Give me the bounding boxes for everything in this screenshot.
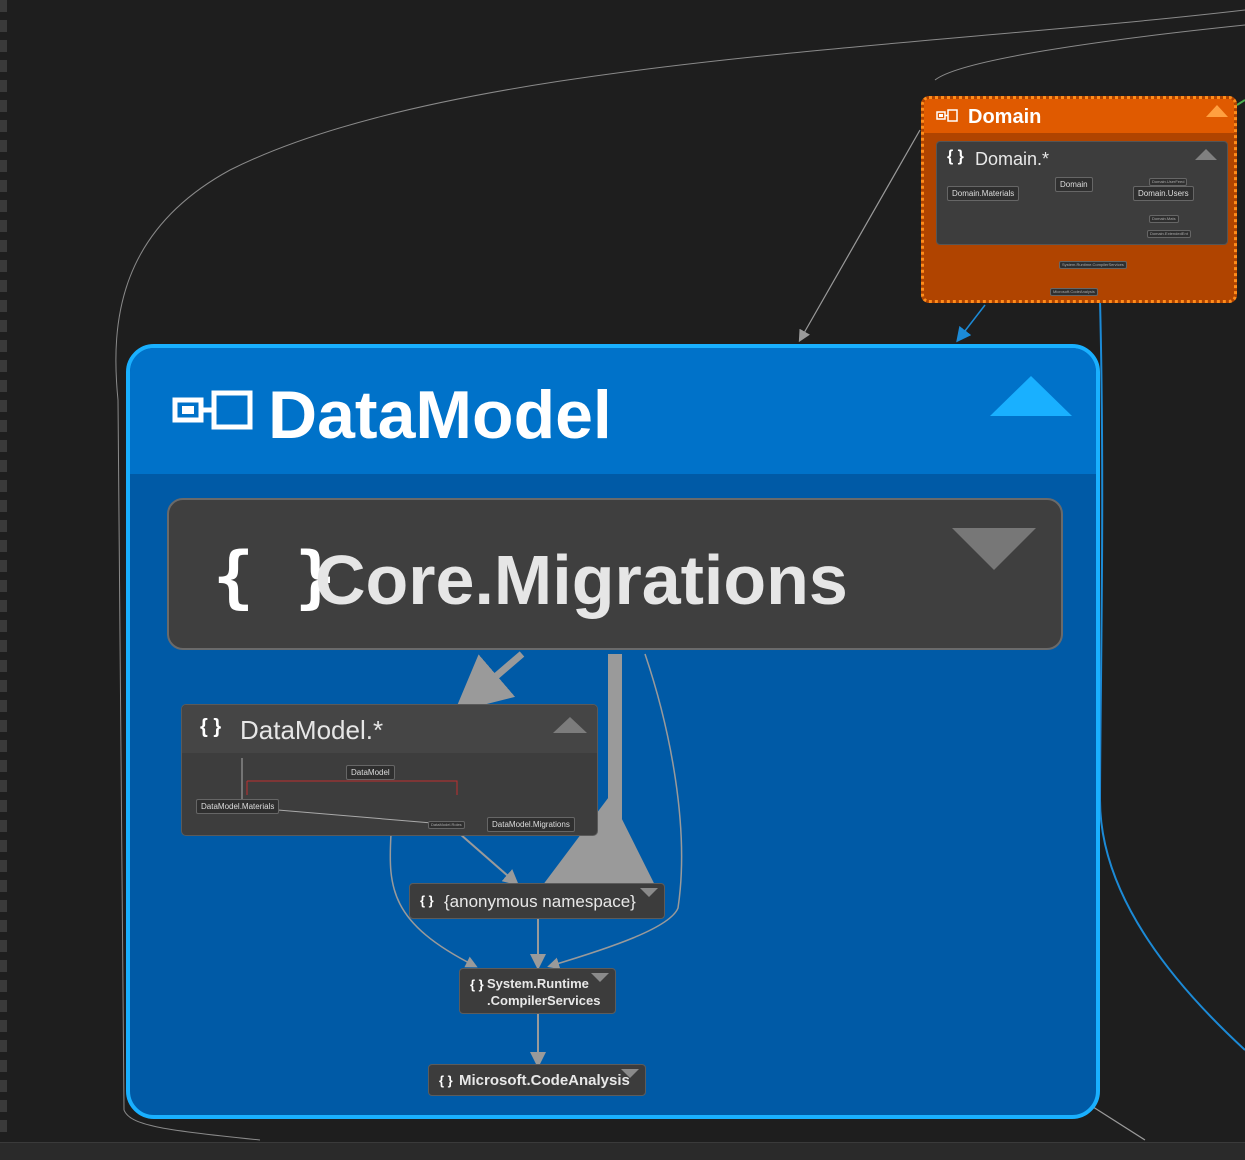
expand-icon[interactable]	[952, 528, 1036, 570]
domain-codeanalysis-node[interactable]: Microsoft.CodeAnalysis	[1050, 288, 1098, 296]
datamodel-namespace-group[interactable]: { } DataModel.* DataModel DataModel.Mate…	[181, 704, 598, 836]
datamodel-migrations-node[interactable]: DataModel.Migrations	[487, 817, 575, 832]
chevron-down-icon[interactable]	[640, 888, 658, 897]
edge-top-curve	[934, 24, 1245, 81]
namespace-icon: { }	[439, 1073, 453, 1088]
domain-assembly-node[interactable]: Domain { } Domain.* Domain.Materials Dom…	[921, 96, 1237, 303]
anonymous-namespace-node[interactable]: { } {anonymous namespace}	[409, 883, 665, 919]
collapse-icon[interactable]	[1206, 105, 1228, 117]
status-bar	[0, 1142, 1245, 1160]
code-analysis-label: Microsoft.CodeAnalysis	[459, 1072, 630, 1089]
collapse-icon[interactable]	[1195, 149, 1217, 160]
datamodel-assembly-node[interactable]: DataModel { } Core.Migrations { } DataMo…	[126, 344, 1100, 1119]
edge-outer-curve	[115, 9, 1245, 1141]
domain-materials-node[interactable]: Domain.Materials	[947, 186, 1020, 201]
code-analysis-node[interactable]: { } Microsoft.CodeAnalysis	[428, 1064, 646, 1096]
assembly-icon	[172, 390, 253, 430]
datamodel-roles-node[interactable]: DataModel.Roles	[428, 821, 465, 829]
namespace-icon: { }	[420, 893, 434, 908]
datamodel-materials-node[interactable]: DataModel.Materials	[196, 799, 280, 814]
datamodel-internal-edges	[389, 651, 683, 1068]
namespace-icon: { }	[470, 977, 484, 992]
edge-right-green	[1236, 99, 1245, 106]
edge-domain-to-datamodel-blue	[956, 304, 986, 343]
collapse-icon[interactable]	[553, 717, 587, 733]
anonymous-namespace-label: {anonymous namespace}	[444, 892, 636, 911]
namespace-icon: { }	[213, 538, 336, 617]
domain-namespace-title: Domain.*	[975, 149, 1050, 169]
domain-namespace-group[interactable]: { } Domain.* Domain.Materials Domain Dom…	[936, 141, 1228, 245]
chevron-down-icon[interactable]	[591, 973, 609, 982]
chevron-down-icon[interactable]	[621, 1069, 639, 1078]
left-gutter	[0, 0, 7, 1140]
domain-compiler-node[interactable]: System.Runtime.CompilerServices	[1059, 261, 1127, 269]
namespace-icon: { }	[947, 148, 964, 165]
domain-mats-node[interactable]: Domain.Mats	[1149, 215, 1179, 223]
domain-extended-node[interactable]: Domain.ExtendedEnt	[1147, 230, 1191, 238]
datamodel-header[interactable]: DataModel	[130, 348, 1096, 474]
datamodel-namespace-title: DataModel.*	[240, 715, 384, 745]
collapse-icon[interactable]	[990, 376, 1072, 416]
edge-to-datamodel-gray	[798, 129, 921, 343]
domain-title: Domain	[968, 106, 1042, 128]
core-migrations-namespace[interactable]: { } Core.Migrations	[167, 498, 1063, 650]
compiler-services-line2: .CompilerServices	[487, 993, 601, 1008]
edge-bottom-right-gray	[1089, 1104, 1146, 1141]
datamodel-node[interactable]: DataModel	[346, 765, 395, 780]
domain-header[interactable]: Domain	[924, 99, 1234, 133]
datamodel-title: DataModel	[268, 377, 612, 453]
domain-users-node[interactable]: Domain.Users	[1133, 186, 1194, 201]
compiler-services-node[interactable]: { } System.Runtime .CompilerServices	[459, 968, 616, 1014]
domain-userfeed-node[interactable]: Domain.UserFeed	[1149, 178, 1188, 186]
core-migrations-title: Core.Migrations	[315, 541, 848, 619]
namespace-icon: { }	[200, 716, 222, 738]
edge-domain-down-blue	[1098, 299, 1245, 1051]
compiler-services-line1: System.Runtime	[487, 976, 589, 991]
domain-node[interactable]: Domain	[1055, 177, 1093, 192]
assembly-icon	[936, 109, 958, 122]
